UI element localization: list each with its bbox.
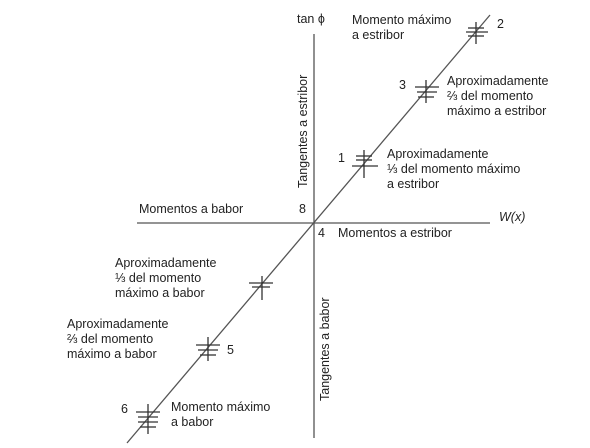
marker-point-7 [249,276,273,300]
marker-point-3 [415,80,439,103]
point-number: 4 [318,226,325,240]
marker-point-2 [466,22,488,44]
point-number: 5 [227,343,234,357]
marker-point-5 [196,337,220,361]
point-number: 8 [299,202,306,216]
point-number: 6 [121,402,128,416]
point-number: 3 [399,78,406,92]
marker-point-6 [136,404,160,434]
left-horizontal-label: Momentos a babor [139,202,244,216]
x-axis-label: W(x) [499,210,526,224]
trend-line [126,14,491,444]
right-horizontal-label: Momentos a estribor [338,226,452,240]
point-number: 1 [338,151,345,165]
marker-point-1 [352,150,378,178]
y-axis-label: tan ϕ [297,12,325,26]
point-number: 2 [497,17,504,31]
upper-vertical-label: Tangentes a estribor [296,74,310,188]
lower-vertical-label: Tangentes a babor [318,297,332,401]
